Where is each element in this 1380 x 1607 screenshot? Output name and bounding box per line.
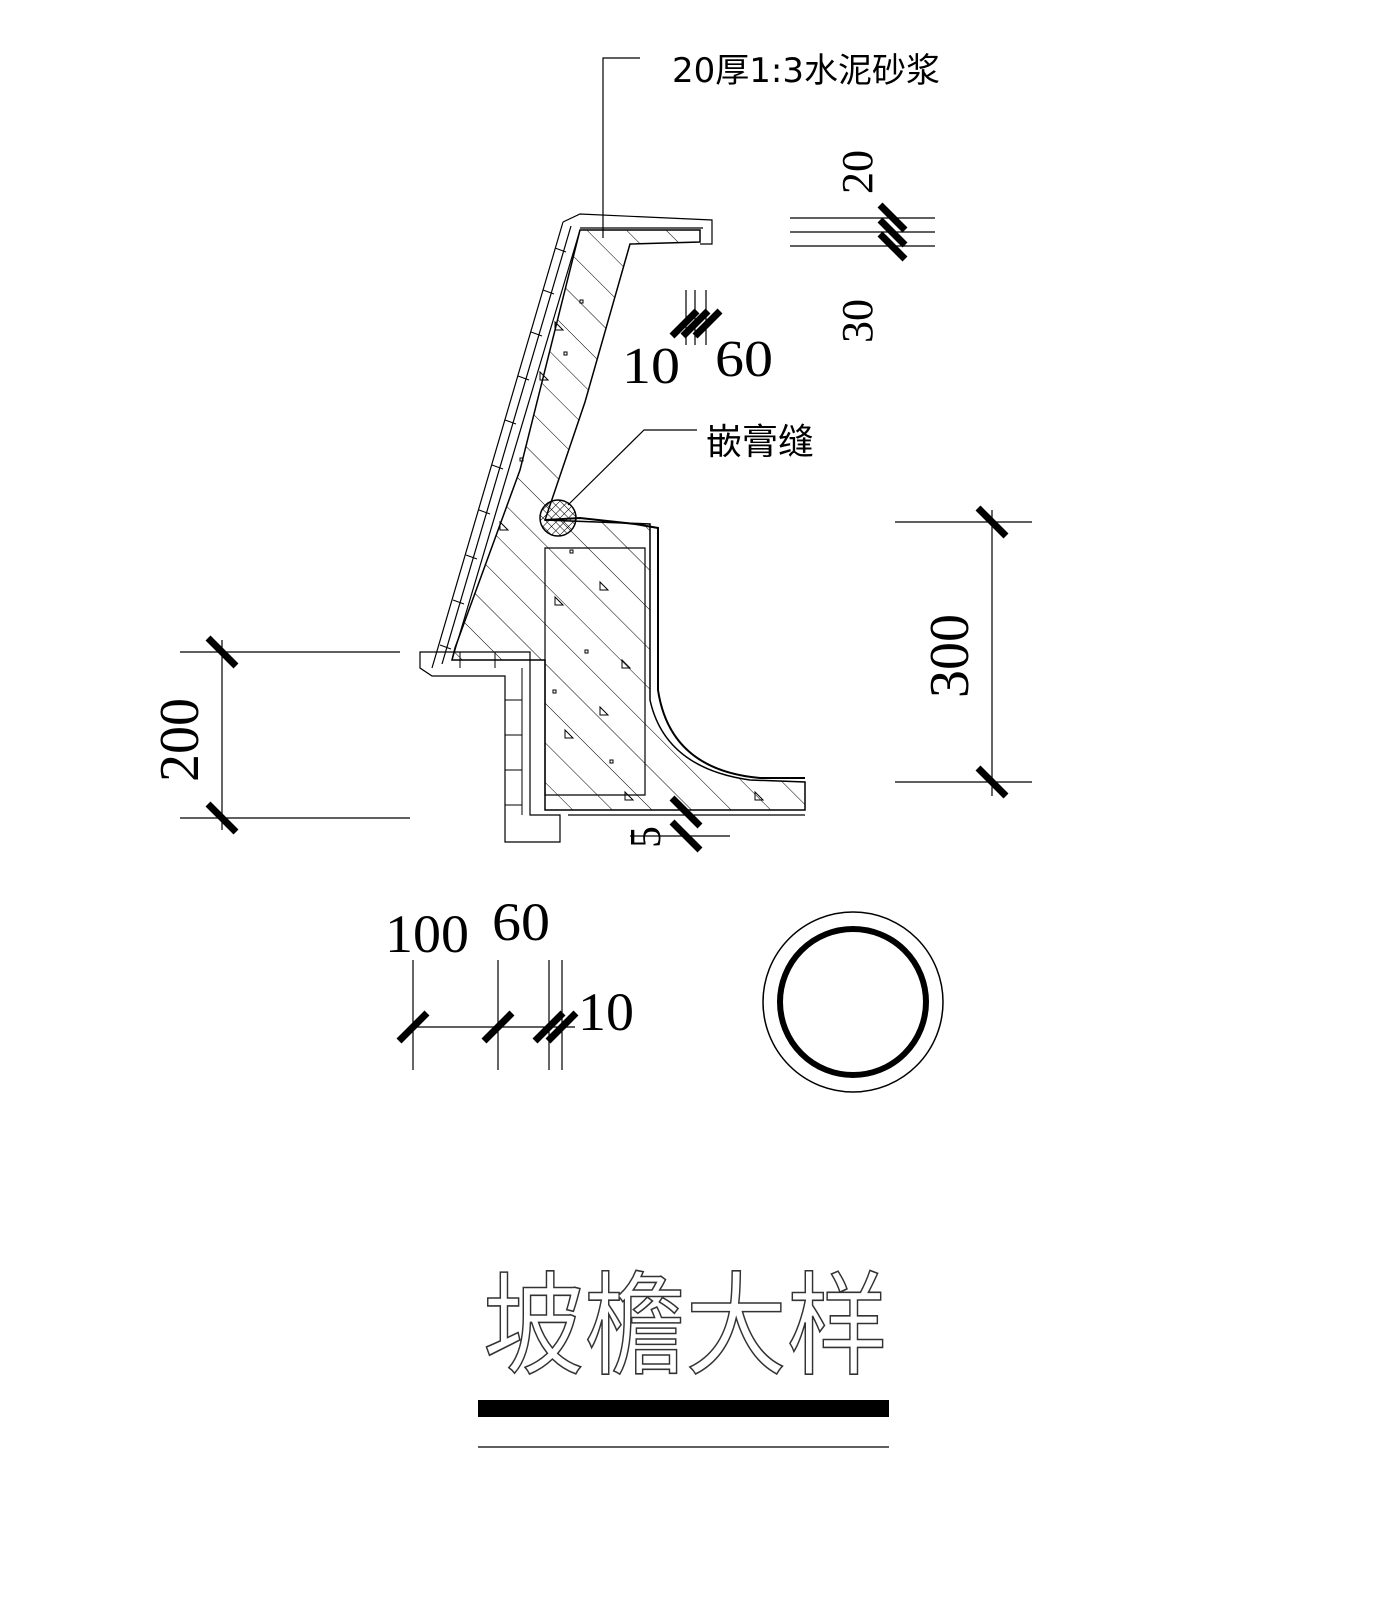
concrete-section (419, 213, 806, 843)
joint-callout-text: 嵌膏缝 (706, 422, 814, 463)
sealant-joint (539, 499, 577, 537)
dim-bottom-row-10: 10 (578, 982, 634, 1042)
joint-callout: 嵌膏缝 (567, 422, 814, 506)
slope-tiles (439, 247, 567, 650)
slope-mortar-mid (441, 225, 572, 665)
dim-right-300: 300 (895, 505, 1032, 799)
mortar-leader (602, 57, 640, 238)
pipe-section (762, 911, 944, 1093)
dim-top-right: 20 30 (790, 150, 935, 343)
column-outline (544, 547, 646, 796)
top-cap (562, 213, 713, 245)
brick-joints (459, 652, 523, 815)
slope-mortar-outer (431, 221, 564, 669)
dim-right-300-text: 300 (919, 614, 981, 698)
dim-top-right-lower: 30 (833, 299, 882, 343)
mortar-callout: 20厚1:3水泥砂浆 (602, 51, 940, 238)
pipe-outer (762, 911, 944, 1093)
dim-bottom-row-60: 60 (492, 892, 550, 952)
dim-bottom-5: 5 (621, 795, 730, 853)
dim-left-200: 200 (149, 635, 410, 835)
mortar-callout-text: 20厚1:3水泥砂浆 (672, 51, 940, 91)
dim-mid-right: 60 (715, 331, 773, 388)
dim-mid-left: 10 (622, 338, 680, 395)
pipe-inner (777, 926, 929, 1078)
dim-bottom-5-text: 5 (621, 826, 670, 848)
dim-top-right-upper: 20 (833, 150, 882, 194)
drawing-title: 坡檐大样 (478, 1261, 889, 1448)
aggregate-marks (499, 299, 765, 801)
joint-leader (567, 429, 697, 506)
brick-facing (419, 651, 561, 843)
step-profile (544, 516, 805, 779)
dim-mid: 10 60 (622, 290, 773, 395)
dim-bottom-row-100: 100 (385, 904, 469, 964)
title-text: 坡檐大样 (483, 1262, 888, 1392)
dim-bottom-row: 100 60 10 (385, 892, 634, 1070)
dim-left-200-text: 200 (149, 698, 211, 782)
slope-mortar-inner (451, 229, 581, 661)
title-underline-thick (478, 1400, 889, 1417)
